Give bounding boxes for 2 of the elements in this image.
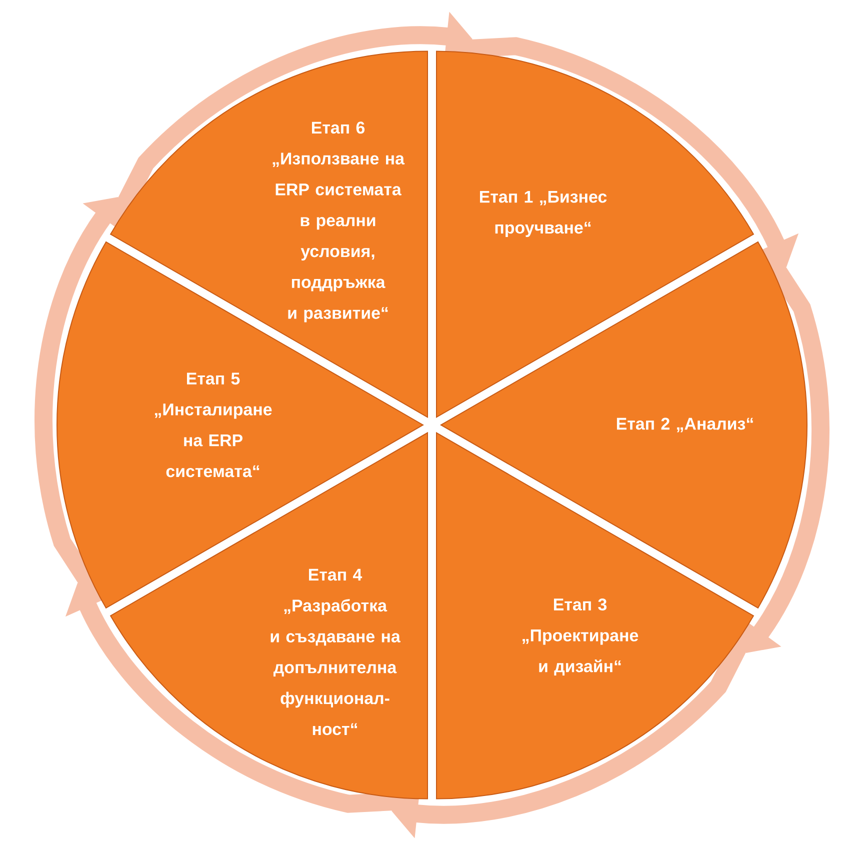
wedge-segment: Етап 3 „Проектиране и дизайн“ (436, 432, 754, 800)
wedge-segment: Етап 1 „Бизнес проучване“ (436, 50, 754, 418)
